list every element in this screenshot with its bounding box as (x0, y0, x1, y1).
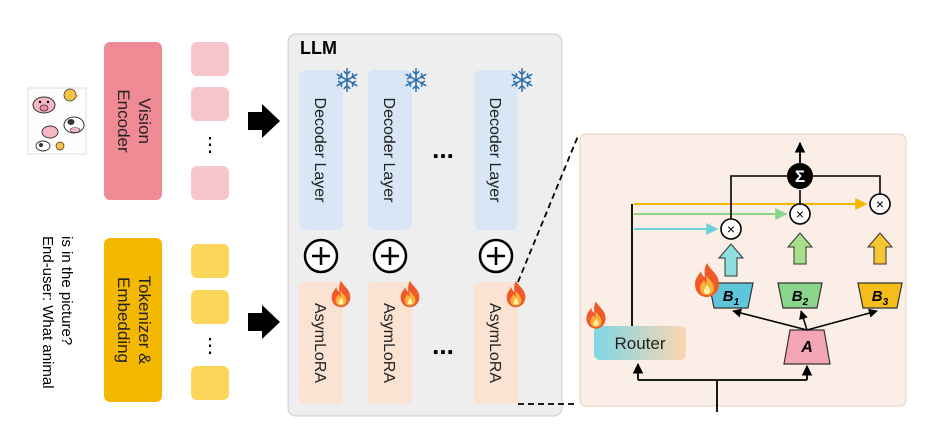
asymlora-label: AsymLoRA (486, 303, 503, 383)
a-matrix: A (783, 329, 831, 365)
asymlora-label: AsymLoRA (380, 303, 397, 383)
zoom-line-top (517, 135, 579, 283)
asymlora-block (299, 282, 343, 404)
b1-up-arrow (717, 243, 745, 277)
svg-text:×: × (727, 221, 735, 237)
vision-token (191, 42, 229, 76)
decoder-layer-label: Decoder Layer (311, 98, 328, 204)
svg-text:A: A (800, 339, 813, 356)
decoder-layer-block (368, 70, 412, 230)
text-input-arrow (248, 305, 280, 339)
vision-token (191, 166, 229, 200)
router-label: Router (614, 334, 665, 353)
user-query: End-user: What animal is in the picture? (39, 236, 75, 389)
b3-up-arrow (866, 232, 894, 265)
decoder-layer-block (474, 70, 518, 230)
vision-encoder-box (104, 42, 162, 200)
svg-text:Encoder: Encoder (114, 89, 133, 153)
b2-up-arrow (786, 232, 814, 265)
asymlora-block (368, 282, 412, 404)
vision-token (191, 87, 229, 121)
llm-column-3: Decoder Layer AsymLoRA (474, 68, 533, 404)
layer-ellipsis-bottom: ... (432, 330, 454, 360)
asymlora-label: AsymLoRA (311, 303, 328, 383)
b1-matrix: B1 (708, 282, 754, 309)
vision-tokens: ⋮ (191, 42, 229, 200)
b3-matrix: B3 (857, 282, 903, 309)
multiply-node-3: × (869, 193, 891, 215)
text-token (191, 244, 229, 278)
text-tokens: ⋮ (191, 244, 229, 400)
asymlora-block (474, 282, 518, 404)
decoder-layer-label: Decoder Layer (380, 98, 397, 204)
animals-image (27, 87, 87, 155)
asymlora-detail-panel (579, 133, 907, 407)
llm-column-2: Decoder Layer AsymLoRA (368, 68, 427, 404)
b2-matrix: B2 (777, 282, 823, 309)
sum-node: Σ (787, 163, 813, 189)
text-token-ellipsis: ⋮ (200, 335, 220, 357)
vision-encoder-label: Vision Encoder (114, 89, 154, 153)
svg-text:Σ: Σ (795, 167, 805, 186)
sum-input-3 (813, 175, 881, 194)
svg-text:Embedding: Embedding (114, 277, 133, 363)
vision-token-ellipsis: ⋮ (200, 134, 220, 156)
tokenizer-box (104, 238, 162, 402)
sum-input-1 (730, 175, 787, 219)
llm-column-1: Decoder Layer AsymLoRA (299, 68, 358, 404)
query-line-1: End-user: What animal (39, 236, 56, 389)
text-token (191, 290, 229, 324)
svg-text:×: × (796, 206, 804, 222)
svg-text:Vision: Vision (135, 98, 154, 144)
multiply-node-1: × (720, 218, 742, 240)
decoder-layer-block (299, 70, 343, 230)
text-token (191, 366, 229, 400)
query-line-2: is in the picture? (58, 236, 75, 345)
multiply-node-2: × (789, 203, 811, 225)
router-box (594, 326, 686, 360)
vision-input-arrow (248, 104, 280, 138)
layer-ellipsis-top: ... (432, 134, 454, 164)
tokenizer-label: Tokenizer & Embedding (114, 276, 154, 365)
svg-text:Tokenizer &: Tokenizer & (135, 276, 154, 365)
llm-title: LLM (300, 38, 337, 58)
decoder-layer-label: Decoder Layer (486, 98, 503, 204)
a-to-b1-arrow (732, 308, 808, 331)
a-to-b3-arrow (806, 308, 878, 331)
a-to-b2-arrow (799, 310, 808, 331)
svg-text:×: × (876, 196, 884, 212)
